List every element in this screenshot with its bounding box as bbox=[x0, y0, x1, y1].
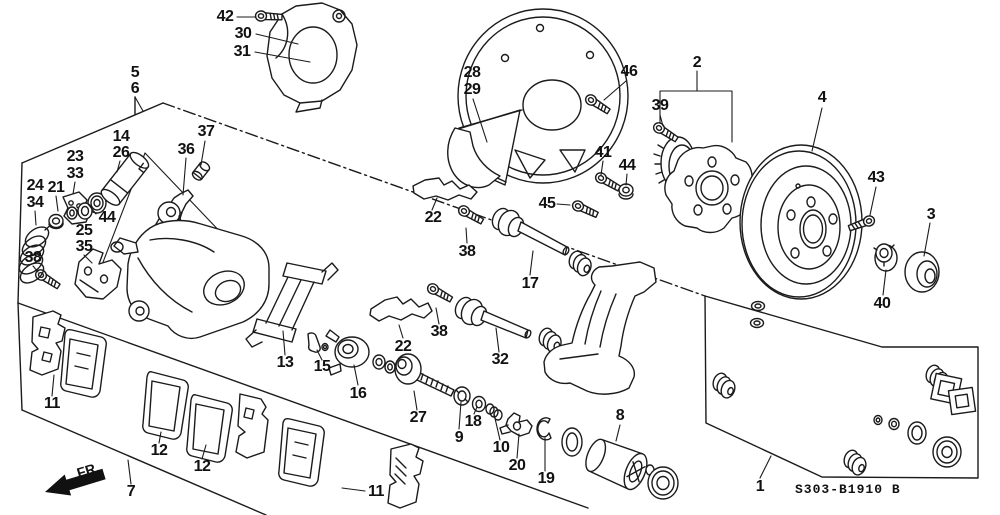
part-label-32-35: 32 bbox=[491, 351, 509, 368]
pad-shim-inner bbox=[235, 393, 269, 459]
part-label-15-37: 15 bbox=[313, 358, 331, 375]
part-label-6-4: 6 bbox=[130, 80, 140, 97]
part-label-27-40: 27 bbox=[409, 409, 427, 426]
spindle-nut-and-cap bbox=[873, 243, 940, 293]
bleeder-cap bbox=[191, 161, 211, 181]
spindle-27 bbox=[394, 353, 455, 397]
part-label-8-44: 8 bbox=[615, 407, 625, 424]
lever-nut bbox=[48, 213, 64, 230]
part-label-2-8: 2 bbox=[692, 54, 702, 71]
part-label-20-46: 20 bbox=[508, 457, 526, 474]
part-label-44-18: 44 bbox=[618, 157, 636, 174]
part-label-17-31: 17 bbox=[521, 275, 539, 292]
mounting-bracket bbox=[543, 261, 657, 395]
fastener-bolts bbox=[32, 10, 877, 305]
pad-plate-2 bbox=[278, 417, 325, 487]
part-label-38-30: 38 bbox=[458, 243, 476, 260]
part-label-40-32: 40 bbox=[873, 295, 891, 312]
part-label-38-33: 38 bbox=[430, 323, 448, 340]
slide-pin-lower bbox=[369, 296, 566, 356]
part-label-10-43: 10 bbox=[492, 439, 510, 456]
part-label-35-28: 35 bbox=[75, 238, 93, 255]
part-label-23-15: 23 bbox=[66, 148, 84, 165]
caliper-piston bbox=[561, 427, 679, 500]
part-label-42-0: 42 bbox=[216, 8, 234, 25]
adjusting-barrel bbox=[100, 151, 150, 206]
adjuster-16 bbox=[325, 329, 370, 376]
part-label-28-5: 28 bbox=[463, 64, 481, 81]
part-label-12-47: 12 bbox=[193, 458, 211, 475]
part-label-4-10: 4 bbox=[817, 89, 827, 106]
part-label-7-50: 7 bbox=[126, 483, 136, 500]
part-label-3-23: 3 bbox=[926, 206, 936, 223]
part-label-13-36: 13 bbox=[276, 354, 294, 371]
part-label-18-41: 18 bbox=[464, 413, 482, 430]
return-spring bbox=[18, 222, 54, 284]
part-label-1-51: 1 bbox=[755, 478, 765, 495]
part-label-29-6: 29 bbox=[463, 81, 481, 98]
front-direction-arrow bbox=[45, 468, 106, 496]
leader-lines bbox=[32, 16, 931, 492]
part-label-26-12: 26 bbox=[112, 144, 130, 161]
part-label-41-17: 41 bbox=[594, 144, 612, 161]
anchor-bracket bbox=[74, 248, 122, 300]
part-label-11-39: 11 bbox=[44, 395, 60, 412]
splash-guard bbox=[447, 8, 629, 189]
part-label-37-13: 37 bbox=[197, 123, 215, 140]
part-label-38-29: 38 bbox=[24, 249, 42, 266]
part-label-36-14: 36 bbox=[177, 141, 195, 158]
part-label-45-26: 45 bbox=[538, 195, 556, 212]
pad-shim-11b bbox=[387, 443, 424, 509]
part-label-33-16: 33 bbox=[66, 165, 84, 182]
ring-18 bbox=[471, 395, 487, 413]
brake-pads-group bbox=[29, 310, 424, 509]
part-label-24-19: 24 bbox=[26, 177, 44, 194]
circlip-19 bbox=[536, 417, 552, 441]
diagram-code: S303-B1910 B bbox=[795, 482, 901, 497]
pad-12a bbox=[142, 371, 189, 440]
part-label-46-7: 46 bbox=[620, 63, 638, 80]
part-label-44-24: 44 bbox=[98, 209, 116, 226]
part-label-22-34: 22 bbox=[394, 338, 412, 355]
seal-kit-contents bbox=[708, 300, 977, 478]
part-label-30-1: 30 bbox=[234, 25, 252, 42]
pad-hardware bbox=[245, 262, 552, 441]
nut-44-right bbox=[618, 183, 634, 200]
part-label-34-21: 34 bbox=[26, 194, 44, 211]
part-label-39-9: 39 bbox=[651, 97, 669, 114]
pawl-20 bbox=[499, 412, 533, 437]
pad-shim-11a bbox=[29, 310, 66, 376]
part-label-19-48: 19 bbox=[537, 470, 555, 487]
part-label-31-2: 31 bbox=[233, 43, 251, 60]
group-boundary-lines bbox=[17, 70, 733, 515]
pin-15 bbox=[307, 332, 321, 353]
parking-brake-parts bbox=[18, 151, 211, 300]
part-label-5-3: 5 bbox=[130, 64, 140, 81]
slide-pin-upper bbox=[412, 177, 596, 279]
pad-12b bbox=[186, 394, 233, 463]
hub-bearing bbox=[653, 136, 753, 234]
part-label-16-38: 16 bbox=[349, 385, 367, 402]
seal-kit-box bbox=[704, 295, 979, 479]
part-label-43-22: 43 bbox=[867, 169, 885, 186]
part-label-9-42: 9 bbox=[454, 429, 464, 446]
brake-caliper bbox=[110, 201, 270, 340]
part-label-21-20: 21 bbox=[47, 179, 65, 196]
caliper-cover bbox=[266, 2, 358, 113]
pad-retainer-13 bbox=[245, 262, 339, 348]
pad-plate bbox=[60, 328, 107, 398]
part-label-22-25: 22 bbox=[424, 209, 442, 226]
part-label-25-27: 25 bbox=[75, 222, 93, 239]
part-label-14-11: 14 bbox=[112, 128, 130, 145]
part-label-12-45: 12 bbox=[150, 442, 168, 459]
part-label-11-49: 11 bbox=[368, 483, 384, 500]
washers bbox=[66, 192, 107, 220]
